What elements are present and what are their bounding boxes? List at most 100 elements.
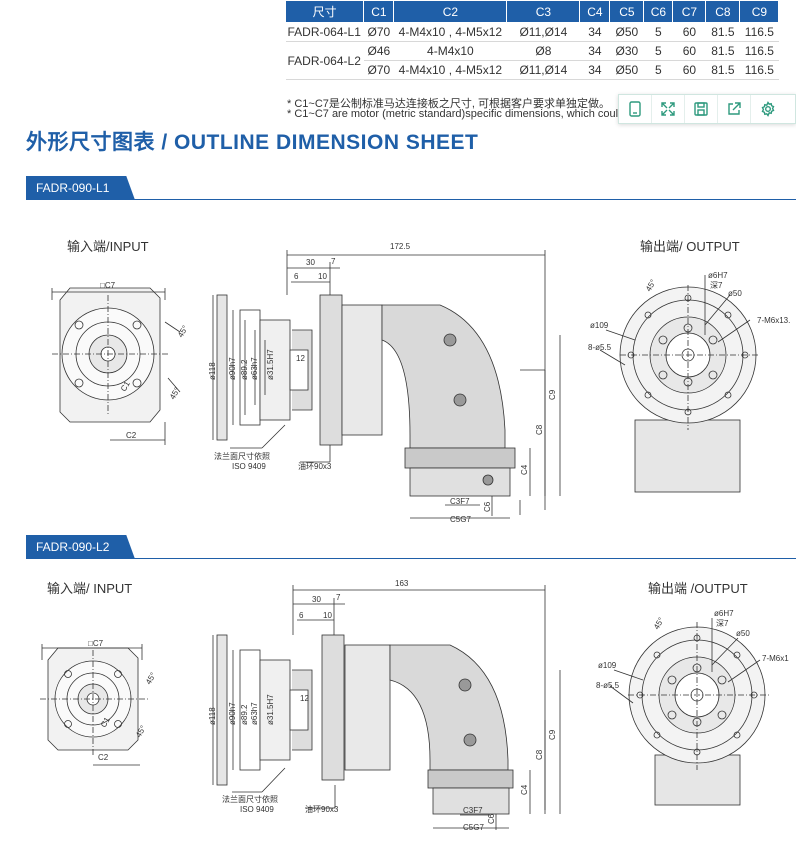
dim-c7: □C7 bbox=[88, 639, 104, 648]
model-tab-2: FADR-090-L2 bbox=[26, 535, 135, 559]
floating-toolbar bbox=[618, 94, 796, 124]
dim-c5: C5G7 bbox=[450, 515, 471, 524]
dim-dia31: ø31.5H7 bbox=[266, 349, 275, 380]
share-icon[interactable] bbox=[718, 95, 751, 123]
dim-o-d50: ø50 bbox=[736, 629, 750, 638]
input-label: 输入端/INPUT bbox=[67, 239, 149, 254]
oil-ring-note: 油环90x3 bbox=[305, 804, 339, 814]
dim-c6: C6 bbox=[483, 501, 492, 512]
table-cell: Ø46 bbox=[363, 41, 394, 61]
dim-c4: C4 bbox=[520, 784, 529, 795]
table-cell: Ø70 bbox=[363, 60, 394, 80]
oil-ring-note: 油环90x3 bbox=[298, 461, 332, 471]
table-cell: 5 bbox=[643, 22, 673, 42]
side-view bbox=[212, 585, 561, 830]
dim-total: 172.5 bbox=[390, 242, 411, 251]
header-c9: C9 bbox=[739, 0, 780, 23]
output-end-view bbox=[609, 618, 770, 806]
dim-c7: □C7 bbox=[100, 281, 116, 290]
model-cell: FADR-064-L2 bbox=[285, 41, 364, 80]
table-cell: 116.5 bbox=[739, 41, 779, 61]
settings-icon[interactable] bbox=[751, 95, 784, 123]
spec-table: 尺寸 C1 C2 C3 C4 C5 C6 C7 C8 C9 FADR-064-L… bbox=[284, 0, 780, 80]
iso-note: ISO 9409 bbox=[232, 462, 266, 471]
table-cell: 60 bbox=[672, 22, 706, 42]
dim-7: 7 bbox=[336, 593, 341, 602]
table-row: FADR-064-L1 Ø70 4-M4x10 , 4-M5x12 Ø11,Ø1… bbox=[285, 22, 779, 42]
output-label: 输出端 /OUTPUT bbox=[648, 581, 748, 596]
dim-c2: C2 bbox=[98, 753, 109, 762]
expand-icon[interactable] bbox=[652, 95, 685, 123]
header-c1: C1 bbox=[363, 0, 395, 23]
dim-o-depth: 深7 bbox=[716, 619, 729, 628]
dim-c3: C3F7 bbox=[463, 806, 483, 815]
dim-o-d6: ø6H7 bbox=[708, 271, 728, 280]
table-cell: 5 bbox=[643, 60, 673, 80]
tablet-icon[interactable] bbox=[619, 95, 652, 123]
drawing-section-1: □C7 45° 45° C1 C2 172.5 30 7 6 10 12 ø11… bbox=[51, 242, 790, 524]
header-size: 尺寸 bbox=[284, 0, 365, 23]
dim-c5: C5G7 bbox=[463, 823, 484, 832]
table-cell: Ø50 bbox=[609, 22, 644, 42]
dim-o-depth: 深7 bbox=[710, 281, 723, 290]
table-cell: Ø11,Ø14 bbox=[506, 22, 580, 42]
table-row: Ø70 4-M4x10 , 4-M5x12 Ø11,Ø14 34 Ø50 5 6… bbox=[286, 60, 779, 80]
dim-dia31: ø31.5H7 bbox=[266, 694, 275, 725]
dim-o-45: 45° bbox=[644, 278, 658, 293]
table-cell: 60 bbox=[672, 41, 706, 61]
dim-o-m6: 7-M6x13. bbox=[757, 316, 790, 325]
dim-10: 10 bbox=[323, 611, 332, 620]
table-cell: 4-M4x10 , 4-M5x12 bbox=[393, 22, 507, 42]
table-cell: 5 bbox=[643, 41, 673, 61]
table-row: FADR-064-L2 Ø46 4-M4x10 Ø8 34 Ø30 5 60 8… bbox=[285, 41, 779, 80]
header-c5: C5 bbox=[609, 0, 645, 23]
dim-o-45: 45° bbox=[652, 616, 666, 631]
header-c7: C7 bbox=[672, 0, 707, 23]
dim-o-d6: ø6H7 bbox=[714, 609, 734, 618]
dim-c8: C8 bbox=[535, 749, 544, 760]
table-cell: 34 bbox=[579, 60, 610, 80]
dim-o-holes: 8-ø5.5 bbox=[588, 343, 612, 352]
table-cell: 34 bbox=[579, 22, 610, 42]
table-cell: 4-M4x10 , 4-M5x12 bbox=[393, 60, 507, 80]
dim-10: 10 bbox=[318, 272, 327, 281]
header-c6: C6 bbox=[643, 0, 674, 23]
dim-o-d109: ø109 bbox=[598, 661, 617, 670]
dim-dia118: ø118 bbox=[208, 362, 217, 380]
drawing-section-2: □C7 45° 45° C1 C2 163 30 7 6 10 12 ø118 … bbox=[40, 579, 789, 832]
dim-o-d109: ø109 bbox=[590, 321, 609, 330]
dim-dia90: ø90h7 bbox=[228, 702, 237, 725]
dim-c9: C9 bbox=[548, 389, 557, 400]
dim-o-d50: ø50 bbox=[728, 289, 742, 298]
save-icon[interactable] bbox=[685, 95, 718, 123]
dim-12: 12 bbox=[296, 354, 305, 363]
dim-o-m6: 7-M6x1 bbox=[762, 654, 789, 663]
dim-c3: C3F7 bbox=[450, 497, 470, 506]
table-cell: Ø11,Ø14 bbox=[506, 60, 580, 80]
spec-header-row: 尺寸 C1 C2 C3 C4 C5 C6 C7 C8 C9 bbox=[284, 0, 780, 23]
dim-45: 45° bbox=[168, 386, 182, 401]
dim-6: 6 bbox=[294, 272, 299, 281]
table-cell: Ø50 bbox=[609, 60, 644, 80]
header-c4: C4 bbox=[579, 0, 611, 23]
side-view bbox=[212, 250, 561, 519]
dim-45: 45° bbox=[176, 324, 190, 339]
table-cell: 81.5 bbox=[705, 41, 740, 61]
output-label: 输出端/ OUTPUT bbox=[640, 239, 740, 254]
header-c8: C8 bbox=[705, 0, 741, 23]
table-cell: Ø70 bbox=[363, 22, 394, 42]
table-cell: 4-M4x10 bbox=[393, 41, 507, 61]
flange-note: 法兰面尺寸依照 bbox=[214, 451, 270, 461]
dim-c9: C9 bbox=[548, 729, 557, 740]
note-cn: * C1~C7是公制标准马达连接板之尺寸, 可根据客户要求单独定做。 bbox=[287, 98, 610, 110]
dim-dia90: ø90h7 bbox=[228, 357, 237, 380]
divider bbox=[26, 558, 796, 559]
table-cell: 81.5 bbox=[705, 22, 740, 42]
input-label: 输入端/ INPUT bbox=[47, 581, 133, 596]
header-c2: C2 bbox=[393, 0, 508, 23]
header-c3: C3 bbox=[506, 0, 581, 23]
dim-30: 30 bbox=[312, 595, 321, 604]
dim-6: 6 bbox=[299, 611, 304, 620]
divider bbox=[26, 199, 796, 200]
dim-dia63: ø63h7 bbox=[250, 702, 259, 725]
